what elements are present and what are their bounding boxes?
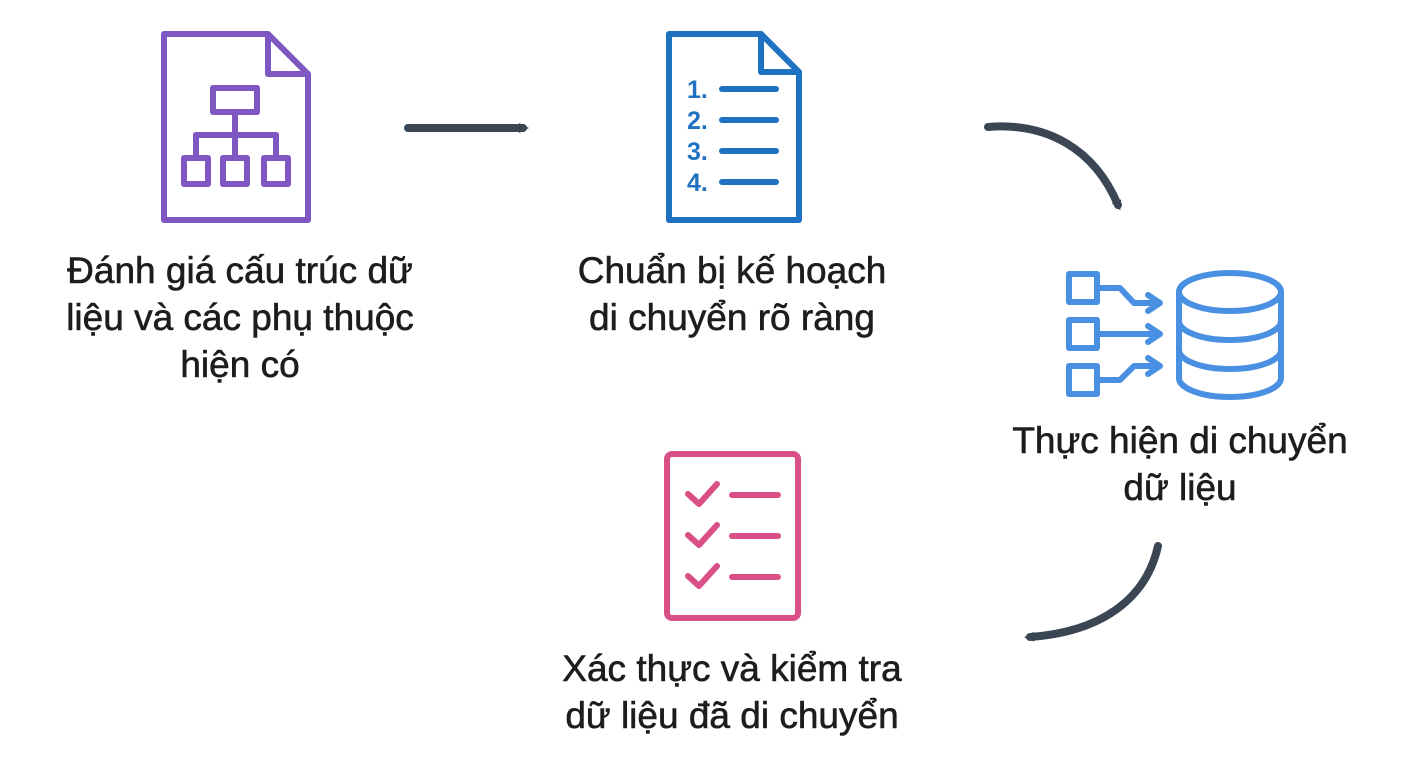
arrow-step2-to-step3 bbox=[984, 122, 1122, 211]
step-4-label-line-2: dữ liệu đã di chuyển bbox=[565, 695, 899, 737]
step-2-label-line-1: Chuẩn bị kế hoạch bbox=[577, 250, 887, 292]
step-2-label-line-2: di chuyển rõ ràng bbox=[589, 297, 876, 339]
step-1-label-line-1: Đánh giá cấu trúc dữ bbox=[67, 250, 413, 292]
step-3-label-line-1: Thực hiện di chuyển bbox=[1012, 420, 1348, 462]
step-4-label-line-1: Xác thực và kiểm tra bbox=[562, 648, 902, 690]
step-1-label: Đánh giá cấu trúc dữ liệu và các phụ thu… bbox=[30, 247, 450, 388]
data-transfer-database-icon bbox=[1066, 270, 1284, 400]
list-number-3: 3. bbox=[687, 138, 708, 166]
numbered-list-document-icon: 1. 2. 3. 4. bbox=[666, 31, 802, 223]
document-hierarchy-icon bbox=[161, 31, 311, 223]
step-4-label: Xác thực và kiểm tra dữ liệu đã di chuyể… bbox=[532, 645, 932, 739]
list-number-2: 2. bbox=[687, 107, 708, 135]
list-number-1: 1. bbox=[687, 76, 708, 104]
step-1-label-line-2: liệu và các phụ thuộc bbox=[66, 297, 414, 339]
step-3-label-line-2: dữ liệu bbox=[1123, 467, 1237, 509]
list-number-4: 4. bbox=[687, 169, 708, 197]
step-2-label: Chuẩn bị kế hoạch di chuyển rõ ràng bbox=[532, 247, 932, 341]
checklist-icon bbox=[664, 451, 801, 621]
step-3-label: Thực hiện di chuyển dữ liệu bbox=[980, 417, 1380, 511]
arrow-step3-to-step4 bbox=[1024, 542, 1162, 642]
step-1-label-line-3: hiện có bbox=[180, 344, 300, 386]
